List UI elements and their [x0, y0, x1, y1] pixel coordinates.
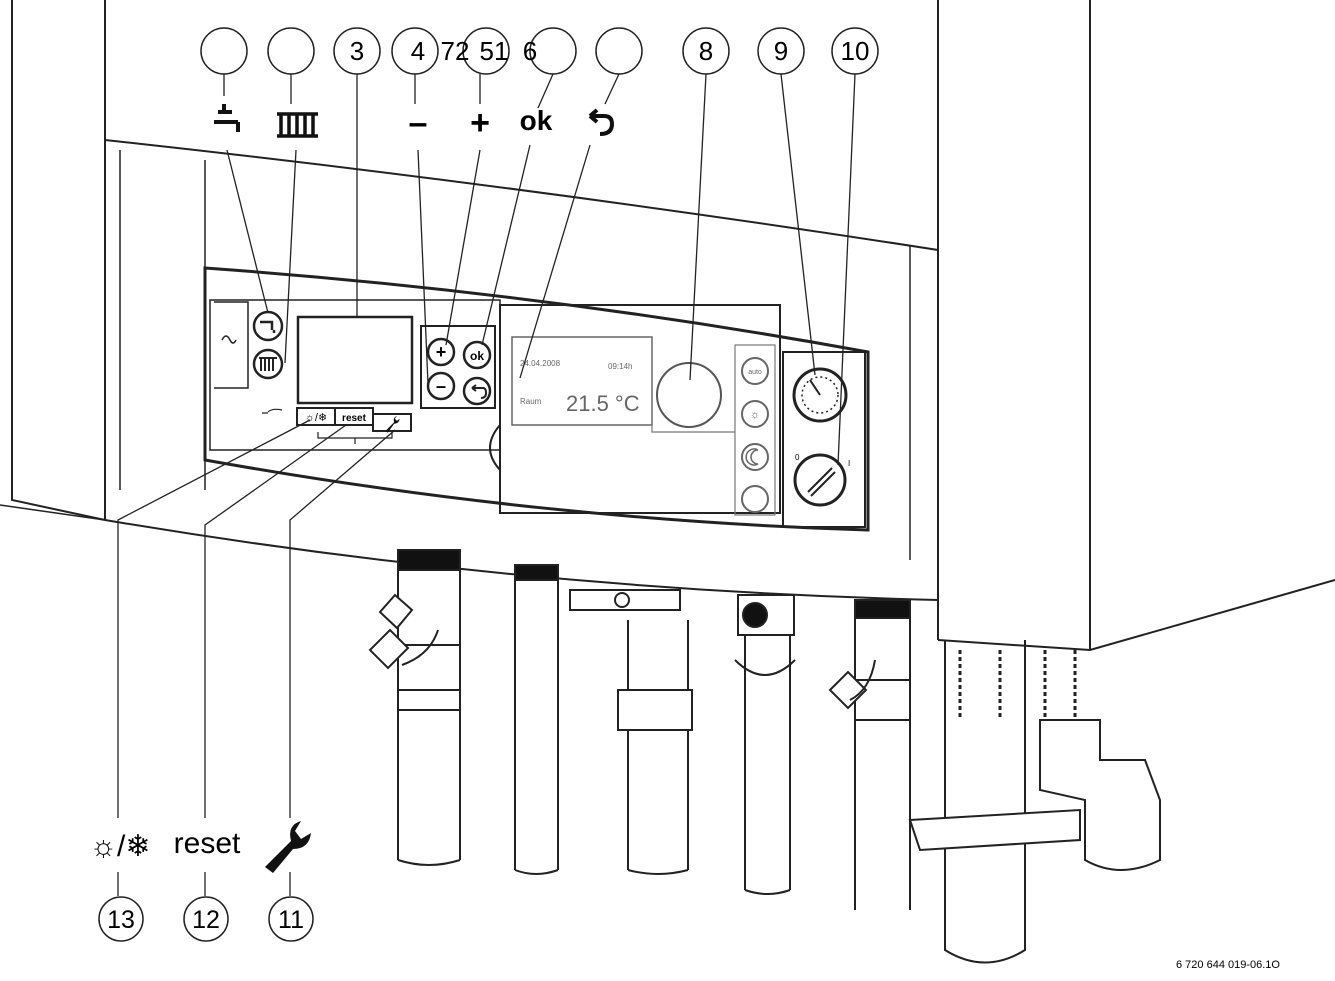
main-switch[interactable] [793, 453, 847, 507]
leader-lines-top [223, 73, 856, 466]
back-icon [588, 108, 615, 136]
callout-11: 11 [278, 906, 304, 934]
keypad-frame [420, 325, 496, 409]
boiler-casing [0, 0, 1335, 652]
svg-text:–: – [436, 376, 446, 396]
display-date: 24.04.2008 [520, 359, 561, 368]
figure-code: 6 720 644 019-06.1O [1176, 959, 1280, 971]
callout-9: 9 [774, 36, 788, 66]
display-temperature: 21.5 °C [566, 391, 640, 416]
callout-4: 4 [411, 36, 425, 66]
callout-51: 51 [480, 36, 509, 66]
ok-symbol: ok [520, 105, 553, 136]
hot-water-button[interactable] [741, 485, 769, 513]
callout-3: 3 [350, 36, 364, 66]
back-key[interactable] [462, 376, 492, 406]
pipework [368, 549, 1161, 964]
svg-text:☼: ☼ [750, 409, 760, 421]
side-button-column [734, 344, 776, 516]
auto-button[interactable]: auto [741, 357, 769, 385]
callout-13: 13 [107, 906, 135, 934]
room-controller-screen [511, 336, 653, 426]
night-mode-button[interactable] [741, 443, 769, 471]
callout-72: 72 [441, 36, 470, 66]
pressure-gauge [792, 367, 848, 423]
svg-text:+: + [436, 342, 447, 362]
callout-8: 8 [699, 36, 713, 66]
burner-icon [214, 301, 249, 389]
callout-12: 12 [192, 906, 220, 934]
tap-icon [214, 104, 240, 132]
wrench-icon [265, 821, 311, 873]
selector-dial[interactable] [656, 362, 722, 428]
summer-winter-label: ☼/❄ [90, 830, 151, 863]
reset-label: reset [174, 827, 241, 860]
service-key-wrench-icon[interactable] [385, 416, 400, 433]
key-strip [262, 407, 412, 444]
minus-key[interactable]: – [426, 371, 456, 401]
bottom-callouts [98, 896, 314, 942]
callout-6: 6 [523, 36, 537, 66]
display-time: 09:14h [608, 362, 632, 371]
plus-symbol: + [470, 104, 490, 142]
switch-on-label: I [848, 459, 850, 468]
ok-key[interactable]: ok [462, 340, 492, 370]
leader-lines-bottom [117, 419, 396, 896]
svg-text:ok: ok [470, 349, 484, 363]
small-display [296, 315, 414, 405]
tap-button[interactable] [252, 310, 284, 342]
callout-10: 10 [841, 36, 870, 66]
radiator-icon [277, 112, 318, 138]
svg-text:auto: auto [748, 369, 762, 376]
top-callouts [200, 27, 879, 75]
switch-off-label: 0 [795, 453, 800, 462]
radiator-button[interactable] [252, 348, 284, 380]
plus-key[interactable]: + [426, 337, 456, 367]
minus-symbol: – [409, 104, 428, 142]
display-room-label: Raum [520, 397, 542, 406]
reset-key-label[interactable]: reset [342, 413, 367, 424]
summer-winter-key-label[interactable]: ☼/❄ [305, 412, 327, 424]
day-mode-button[interactable]: ☼ [741, 400, 769, 428]
